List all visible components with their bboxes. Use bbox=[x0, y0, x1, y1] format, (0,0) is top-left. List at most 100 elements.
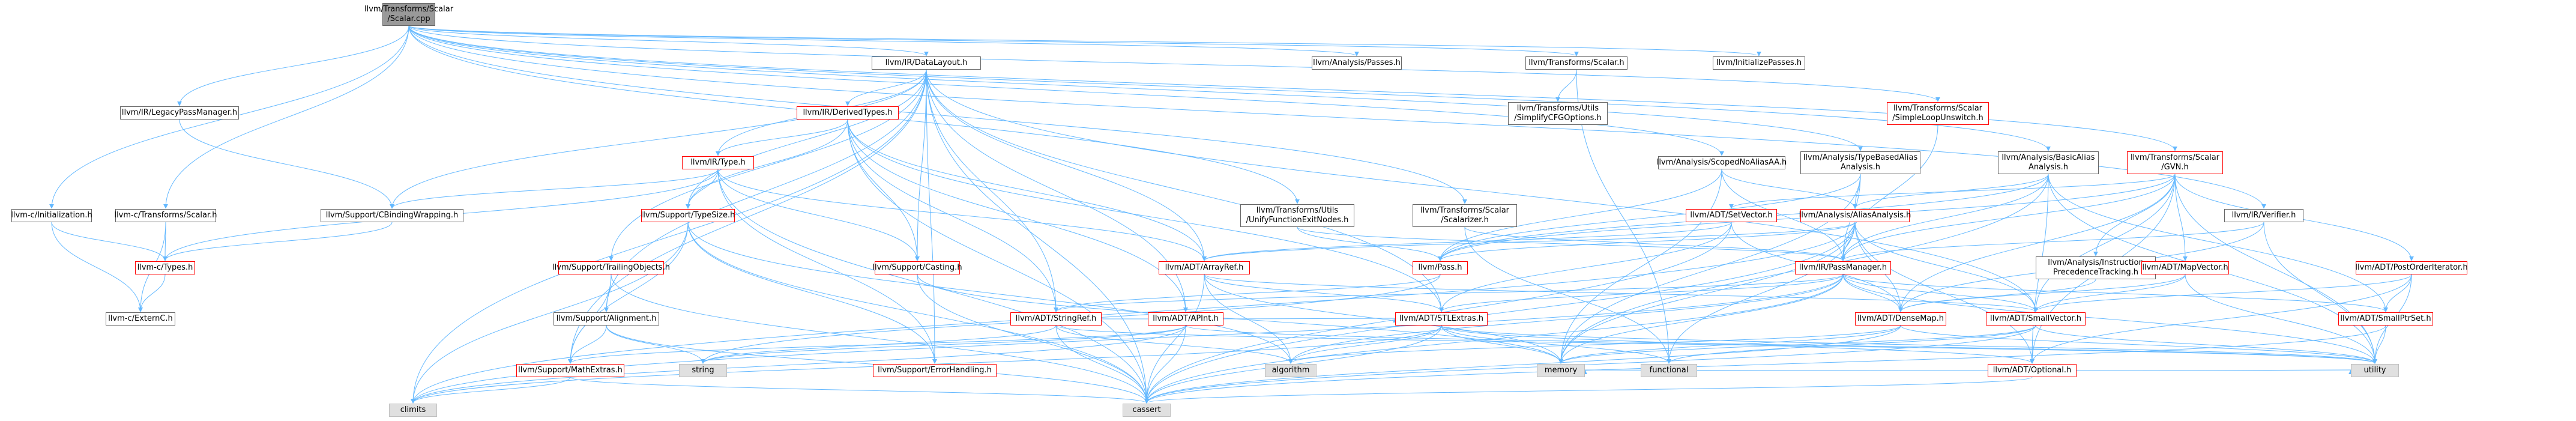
edge-n_passmanager-to-n_smallvector bbox=[1842, 274, 2038, 312]
edge-n_passmanager-to-n_climits bbox=[411, 274, 1844, 404]
node-label-line: llvm/IR/LegacyPassManager.h bbox=[121, 108, 238, 117]
node-label-line: llvm/Analysis/TypeBasedAlias bbox=[1803, 153, 1918, 162]
node-postorder[interactable]: llvm/ADT/PostOrderIterator.h bbox=[2355, 261, 2468, 274]
node-optional[interactable]: llvm/ADT/Optional.h bbox=[1988, 364, 2077, 377]
edge-n_datalayout-to-n_trailing bbox=[609, 69, 927, 261]
node-simplifycfg[interactable]: llvm/Transforms/Utils/SimplifyCFGOptions… bbox=[1508, 102, 1608, 125]
node-label-line: llvm/Support/MathExtras.h bbox=[518, 366, 623, 375]
edge-n_derivedtypes-to-n_apint bbox=[847, 119, 1188, 312]
edge-n_basicalias-to-n_smallptrset bbox=[2048, 174, 2388, 312]
node-densemap[interactable]: llvm/ADT/DenseMap.h bbox=[1855, 312, 1946, 326]
node-unifyexit[interactable]: llvm/Transforms/Utils/UnifyFunctionExitN… bbox=[1240, 204, 1354, 227]
edge-n_gvn-to-n_mapvector bbox=[2174, 174, 2188, 261]
node-transscalar[interactable]: llvm/Transforms/Scalar.h bbox=[1525, 56, 1627, 70]
node-trailing[interactable]: llvm/Support/TrailingObjects.h bbox=[552, 261, 670, 274]
edge-n_arrayref-to-n_memory bbox=[1204, 274, 1563, 364]
node-alignment[interactable]: llvm/Support/Alignment.h bbox=[554, 312, 659, 326]
node-smallptrset[interactable]: llvm/ADT/SmallPtrSet.h bbox=[2338, 312, 2433, 326]
node-ctransscalar[interactable]: llvm-c/Transforms/Scalar.h bbox=[114, 209, 217, 222]
edge-n_cinit-to-n_externc bbox=[51, 222, 143, 312]
node-ctypes[interactable]: llvm-c/Types.h bbox=[135, 261, 195, 274]
edge-n_mapvector-to-n_densemap bbox=[1898, 274, 2186, 312]
node-cinit[interactable]: llvm-c/Initialization.h bbox=[11, 209, 92, 222]
node-passmanager[interactable]: llvm/IR/PassManager.h bbox=[1795, 261, 1891, 274]
node-string: string bbox=[679, 364, 727, 377]
node-stringref[interactable]: llvm/ADT/StringRef.h bbox=[1010, 312, 1102, 326]
edge-n_passmanager-to-n_memory bbox=[1558, 274, 1844, 364]
node-gvn[interactable]: llvm/Transforms/Scalar/GVN.h bbox=[2127, 151, 2223, 174]
node-label-line: utility bbox=[2363, 366, 2386, 375]
edge-n_transscalar-to-n_simplifycfg bbox=[1555, 69, 1577, 102]
node-label-line: llvm/Transforms/Scalar bbox=[1893, 104, 1983, 113]
edge-n_optional-to-n_utility bbox=[2076, 369, 2351, 375]
node-label-line: llvm/Transforms/Scalar.h bbox=[1528, 58, 1624, 67]
edge-n_scalarizer-to-n_functional bbox=[1464, 226, 1671, 364]
node-root[interactable]: llvm/Transforms/Scalar/Scalar.cpp bbox=[364, 3, 453, 26]
edge-root-to-n_typebasedalias bbox=[408, 25, 1863, 151]
edge-n_gvn-to-n_utility bbox=[2174, 174, 2377, 364]
node-casting[interactable]: llvm/Support/Casting.h bbox=[872, 261, 962, 274]
node-cbinding[interactable]: llvm/Support/CBindingWrapping.h bbox=[321, 209, 463, 222]
edge-n_stringref-to-n_stlextras bbox=[1101, 318, 1396, 324]
node-errorhandling[interactable]: llvm/Support/ErrorHandling.h bbox=[873, 364, 997, 377]
node-legacypm[interactable]: llvm/IR/LegacyPassManager.h bbox=[120, 106, 239, 120]
edge-n_derivedtypes-to-n_cassert bbox=[847, 119, 1149, 404]
edge-n_gvn-to-n_setvector bbox=[1729, 174, 2176, 209]
edge-n_gvn-to-n_passmanager bbox=[1841, 174, 2176, 261]
node-mapvector[interactable]: llvm/ADT/MapVector.h bbox=[2141, 261, 2229, 274]
node-label-line: llvm/Support/Casting.h bbox=[872, 263, 962, 272]
node-label-line: llvm/ADT/MapVector.h bbox=[2142, 263, 2228, 272]
node-label-line: llvm/Transforms/Scalar bbox=[2130, 153, 2220, 162]
node-label-line: memory bbox=[1544, 366, 1578, 375]
node-initpasses[interactable]: llvm/InitializePasses.h bbox=[1713, 56, 1805, 70]
node-derivedtypes[interactable]: llvm/IR/DerivedTypes.h bbox=[797, 106, 899, 120]
node-label-line: llvm/Analysis/BasicAlias bbox=[2001, 153, 2095, 162]
edge-n_aliasanalysis-to-n_pass bbox=[1438, 222, 1856, 261]
edge-n_verifier-to-n_utility bbox=[2263, 222, 2377, 364]
node-matchextras[interactable]: llvm/Support/MathExtras.h bbox=[516, 364, 624, 377]
node-apint[interactable]: llvm/ADT/APInt.h bbox=[1148, 312, 1223, 326]
edge-n_stlextras-to-n_algorithm bbox=[1288, 325, 1442, 364]
node-label-line: llvm/Pass.h bbox=[1418, 263, 1462, 272]
node-algorithm: algorithm bbox=[1265, 364, 1317, 377]
edge-n_gvn-to-n_densemap bbox=[1898, 174, 2176, 312]
node-externc[interactable]: llvm-c/ExternC.h bbox=[106, 312, 175, 326]
edge-n_datalayout-to-n_cbinding bbox=[390, 69, 927, 209]
edge-n_aliasanalysis-to-n_arrayref bbox=[1202, 222, 1856, 261]
node-label-line: llvm/Transforms/Scalar bbox=[364, 5, 454, 14]
edge-n_ctypes-to-n_externc bbox=[138, 274, 166, 312]
edge-root-to-n_legacypm bbox=[177, 25, 409, 106]
node-typesize[interactable]: llvm/Support/TypeSize.h bbox=[641, 209, 735, 222]
node-scalarizer[interactable]: llvm/Transforms/Scalar/Scalarizer.h bbox=[1413, 204, 1517, 227]
edge-n_datalayout-to-n_cassert bbox=[926, 69, 1149, 404]
node-verifier[interactable]: llvm/IR/Verifier.h bbox=[2224, 209, 2303, 222]
node-aliasanalysis[interactable]: llvm/Analysis/AliasAnalysis.h bbox=[1799, 209, 1911, 222]
node-scopednoalias[interactable]: llvm/Analysis/ScopedNoAliasAA.h bbox=[1656, 156, 1787, 169]
edge-n_passmanager-to-n_stlextras bbox=[1439, 274, 1844, 312]
node-datalayout[interactable]: llvm/IR/DataLayout.h bbox=[872, 56, 981, 70]
edge-n_arrayref-to-n_stlextras bbox=[1204, 274, 1444, 312]
node-analysispasses[interactable]: llvm/Analysis/Passes.h bbox=[1312, 56, 1402, 70]
node-label-line: llvm/IR/Verifier.h bbox=[2231, 211, 2296, 220]
node-smallvector[interactable]: llvm/ADT/SmallVector.h bbox=[1986, 312, 2086, 326]
node-label-line: llvm/Analysis/ScopedNoAliasAA.h bbox=[1656, 158, 1787, 167]
edge-n_smallvector-to-n_cassert bbox=[1144, 325, 2036, 404]
edge-n_passmanager-to-n_stringref bbox=[1054, 274, 1844, 312]
edge-n_datalayout-to-n_smallvector bbox=[926, 69, 2038, 312]
node-setvector[interactable]: llvm/ADT/SetVector.h bbox=[1686, 209, 1777, 222]
edge-n_postorder-to-n_optional bbox=[2030, 274, 2412, 364]
node-arrayref[interactable]: llvm/ADT/ArrayRef.h bbox=[1159, 261, 1250, 274]
node-stlextras[interactable]: llvm/ADT/STLExtras.h bbox=[1395, 312, 1488, 326]
node-label-line: llvm/Support/Alignment.h bbox=[556, 314, 657, 323]
node-type[interactable]: llvm/IR/Type.h bbox=[682, 156, 754, 169]
edge-n_aliasanalysis-to-n_climits bbox=[411, 222, 1856, 404]
node-simpleloopunswitch[interactable]: llvm/Transforms/Scalar/SimpleLoopUnswitc… bbox=[1887, 102, 1989, 125]
edge-n_stlextras-to-n_memory bbox=[1441, 325, 1563, 364]
edge-n_smallvector-to-n_memory bbox=[1558, 325, 2036, 364]
edge-root-to-n_transscalar bbox=[408, 25, 1579, 56]
node-pass[interactable]: llvm/Pass.h bbox=[1413, 261, 1468, 274]
